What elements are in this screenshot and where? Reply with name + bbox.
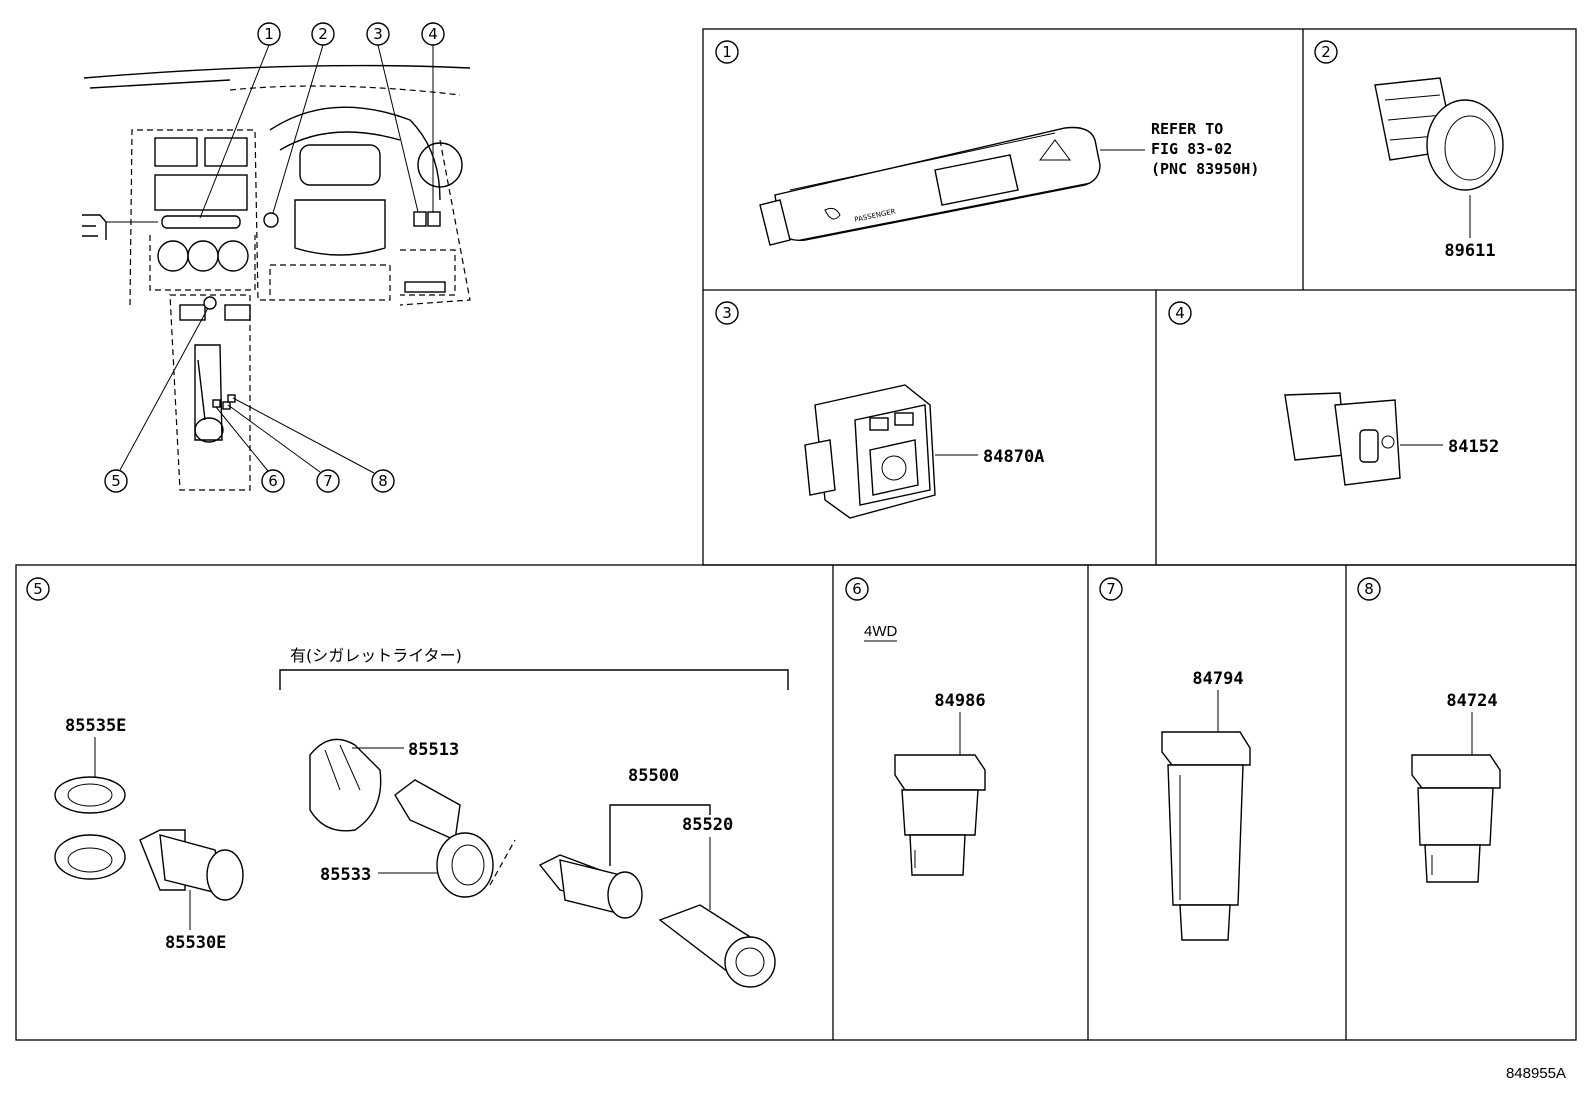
- panel-8: 8 84724: [1357, 577, 1501, 883]
- switch-8-illustration: [1411, 754, 1501, 883]
- svg-text:84870A: 84870A: [983, 447, 1044, 467]
- svg-text:85513: 85513: [408, 740, 459, 760]
- panel-3: 3 84870A: [715, 301, 1044, 519]
- svg-text:1: 1: [722, 43, 732, 61]
- svg-text:85500: 85500: [628, 766, 679, 786]
- headlamp-leveling-switch-illustration: [1284, 392, 1401, 486]
- panel-2: 2 89611: [1314, 40, 1504, 261]
- overview-callout-2: 2: [272, 22, 335, 214]
- switch-bezel-illustration: PASSENGER: [759, 126, 1101, 246]
- cigarette-lighter-plug-illustration: [658, 904, 776, 988]
- svg-text:84986: 84986: [934, 691, 985, 711]
- overview-callout-5: 5: [104, 307, 209, 493]
- 4wd-switch-illustration: [894, 754, 986, 876]
- svg-text:84152: 84152: [1448, 437, 1499, 457]
- overview-callout-3: 3: [366, 22, 419, 213]
- panel-7: 7 84794: [1099, 577, 1251, 941]
- socket-cover-illustration: [54, 776, 126, 880]
- illustration-reference: 848955A: [1506, 1065, 1566, 1082]
- svg-text:85530E: 85530E: [165, 933, 226, 953]
- svg-text:3: 3: [373, 25, 383, 43]
- retainer-ring-illustration: [309, 738, 382, 832]
- svg-text:4WD: 4WD: [864, 623, 898, 640]
- svg-text:6: 6: [852, 580, 862, 598]
- svg-text:8: 8: [378, 472, 388, 490]
- push-start-switch-illustration: [1374, 77, 1504, 191]
- svg-text:有(シガレットライター): 有(シガレットライター): [290, 646, 462, 665]
- svg-text:3: 3: [722, 304, 732, 322]
- svg-text:8: 8: [1364, 580, 1374, 598]
- overview-callout-1: 1: [199, 22, 281, 219]
- svg-text:1: 1: [264, 25, 274, 43]
- overview-callouts: 1 2 3 4 5 6 7: [104, 22, 445, 493]
- svg-text:89611: 89611: [1444, 241, 1495, 261]
- svg-text:7: 7: [1106, 580, 1116, 598]
- svg-text:2: 2: [318, 25, 328, 43]
- svg-text:5: 5: [111, 472, 121, 490]
- panel-6: 6 4WD 84986: [845, 577, 986, 876]
- svg-text:84724: 84724: [1446, 691, 1497, 711]
- svg-text:5: 5: [33, 580, 43, 598]
- dashboard-overview: [82, 64, 471, 491]
- overview-callout-6: 6: [215, 406, 285, 493]
- svg-text:2: 2: [1321, 43, 1331, 61]
- socket-housing-illustration: [394, 779, 494, 898]
- overview-callout-8: 8: [232, 397, 395, 493]
- svg-text:84794: 84794: [1192, 669, 1243, 689]
- mirror-switch-illustration: [804, 384, 936, 519]
- panel-4: 4 84152: [1168, 301, 1499, 486]
- panel-frames: [15, 28, 1577, 1041]
- svg-text:REFER TO: REFER TO: [1151, 120, 1223, 138]
- svg-text:7: 7: [323, 472, 333, 490]
- svg-text:85533: 85533: [320, 865, 371, 885]
- panel-1: 1 PASSENGER REFER TO FIG 83-02 (PNC 8395…: [715, 40, 1259, 246]
- svg-text:4: 4: [1175, 304, 1185, 322]
- overview-callout-7: 7: [227, 404, 340, 493]
- switch-7-illustration: [1161, 731, 1251, 941]
- svg-text:FIG 83-02: FIG 83-02: [1151, 140, 1232, 158]
- power-outlet-illustration: [139, 829, 244, 901]
- overview-callout-4: 4: [421, 22, 445, 212]
- svg-text:(PNC 83950H): (PNC 83950H): [1151, 160, 1259, 178]
- panel-5: 5 有(シガレットライター) 85535E 85530E 85513: [26, 577, 789, 988]
- svg-text:6: 6: [268, 472, 278, 490]
- svg-text:4: 4: [428, 25, 438, 43]
- svg-text:85520: 85520: [682, 815, 733, 835]
- cigarette-lighter-socket-illustration: [538, 854, 643, 919]
- svg-text:85535E: 85535E: [65, 716, 126, 736]
